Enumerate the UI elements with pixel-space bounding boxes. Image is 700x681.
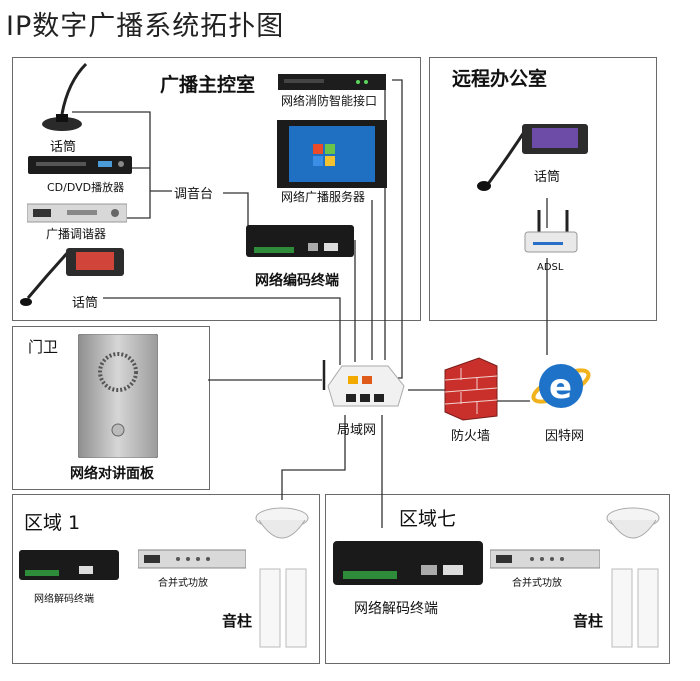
gate-title: 门卫 xyxy=(28,338,59,356)
zone1-speaker-label: 音柱 xyxy=(222,612,253,630)
remote-office-panel xyxy=(429,57,657,321)
dvd-player xyxy=(28,156,132,174)
zone7-panel xyxy=(325,494,670,664)
control-mic2-label: 话筒 xyxy=(72,296,99,311)
fire-interface-device xyxy=(278,74,386,90)
zone1-amp-label: 合并式功放 xyxy=(158,578,208,589)
lan-label: 局域网 xyxy=(337,423,377,438)
intercom-panel xyxy=(78,334,158,458)
tuner-label: 广播调谐器 xyxy=(46,227,107,241)
zone1-column-speaker xyxy=(259,568,307,648)
remote-microphone xyxy=(477,124,588,191)
zone1-amplifier xyxy=(138,549,246,569)
zone7-decoder-label: 网络解码终端 xyxy=(354,601,438,617)
paging-microphone xyxy=(20,248,124,306)
zone7-amplifier xyxy=(490,549,600,569)
lan-switch xyxy=(322,360,405,407)
internet-label: 因特网 xyxy=(545,429,585,444)
server-label: 网络广播服务器 xyxy=(281,190,366,204)
zone1-decoder xyxy=(19,550,119,580)
zone1-title: 区域 1 xyxy=(24,512,81,534)
gooseneck-microphone xyxy=(42,62,88,131)
zone7-speaker-label: 音柱 xyxy=(573,612,604,630)
encoder-label: 网络编码终端 xyxy=(255,273,339,289)
control-room-title: 广播主控室 xyxy=(160,74,256,96)
control-mic-label: 话筒 xyxy=(50,140,77,155)
broadcast-tuner xyxy=(27,203,127,223)
dvd-label: CD/DVD播放器 xyxy=(47,181,125,194)
adsl-label: ADSL xyxy=(537,262,564,273)
zone1-panel xyxy=(12,494,320,664)
zone7-amp-label: 合并式功放 xyxy=(512,578,562,589)
svg-text:e: e xyxy=(549,367,572,407)
firewall-label: 防火墙 xyxy=(451,429,491,444)
internet-icon: e xyxy=(531,364,591,408)
zone1-ceiling-speaker xyxy=(255,507,309,539)
mixer-label: 调音台 xyxy=(174,187,214,202)
firewall-icon xyxy=(444,357,498,421)
network-encoder xyxy=(246,225,354,257)
broadcast-server xyxy=(277,120,387,188)
zone7-column-speaker xyxy=(611,568,659,648)
intercom-label: 网络对讲面板 xyxy=(70,466,154,482)
zone7-ceiling-speaker xyxy=(606,507,660,539)
remote-mic-label: 话筒 xyxy=(534,170,561,185)
fire-interface-label: 网络消防智能接口 xyxy=(281,94,378,108)
zone7-title: 区域七 xyxy=(399,508,457,530)
zone7-decoder xyxy=(333,541,483,585)
diagram-title: IP数字广播系统拓扑图 xyxy=(6,11,285,42)
zone1-decoder-label: 网络解码终端 xyxy=(34,594,94,605)
adsl-router xyxy=(524,210,578,253)
remote-office-title: 远程办公室 xyxy=(452,68,548,90)
